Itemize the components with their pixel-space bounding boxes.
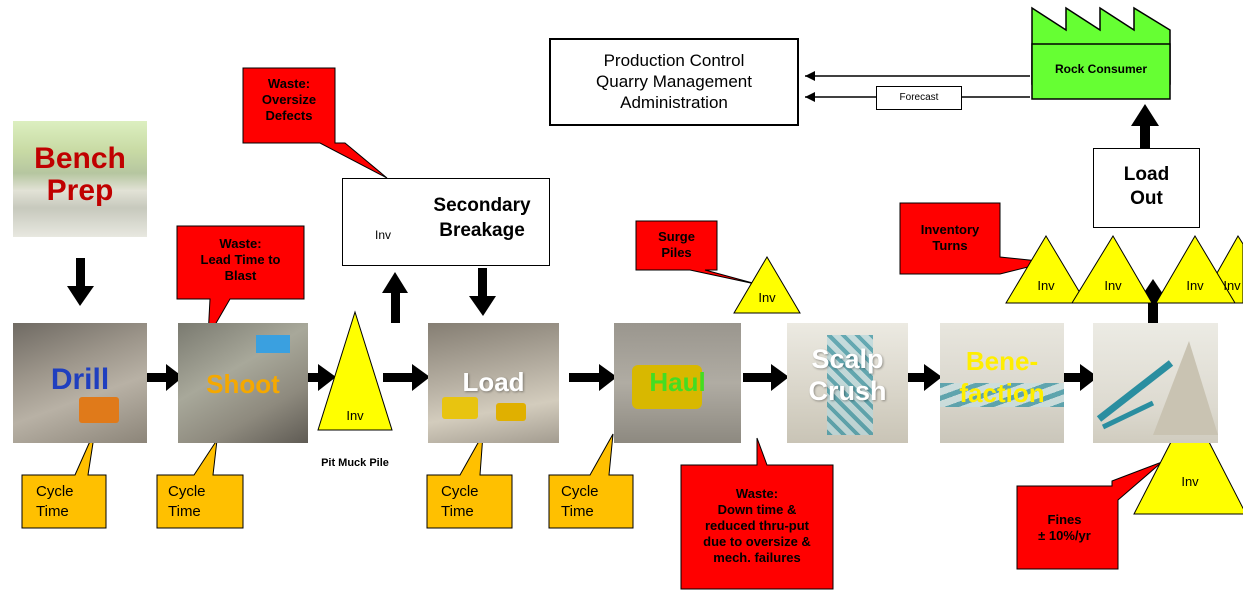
process-arrows [67, 104, 1167, 391]
waste-lead-line3: Blast [224, 268, 257, 283]
cycle-shoot-line2: Time [168, 503, 201, 520]
cycle-time-shoot: Cycle Time [157, 482, 228, 522]
fines-line1: Fines [1047, 512, 1082, 527]
load-photo: Load [428, 323, 559, 443]
stockpile-photo [1093, 323, 1218, 443]
scalp-line2: Crush [808, 376, 887, 406]
production-control-line1: Production Control [603, 51, 745, 70]
bene-line1: Bene- [965, 346, 1039, 376]
cycle-haul-line1: Cycle [561, 483, 599, 500]
load-out-box: Load Out [1093, 148, 1200, 228]
drill-label: Drill [50, 363, 110, 396]
bench-prep-line2: Prep [46, 174, 114, 207]
rock-consumer-label: Rock Consumer [1054, 62, 1148, 76]
secondary-line2: Breakage [439, 220, 525, 241]
cycle-haul-line2: Time [561, 503, 594, 520]
inv-group-d: Inv [1223, 278, 1241, 293]
cycle-time-drill: Cycle Time [22, 482, 96, 522]
waste-oversize-line2: Oversize [261, 92, 317, 107]
haul-label: Haul [649, 367, 706, 397]
surge-piles-callout: Surge Piles [636, 229, 717, 261]
waste-down-line3: reduced thru-put [705, 518, 809, 533]
cycle-time-haul: Cycle Time [549, 482, 621, 522]
cycle-load-line2: Time [441, 503, 474, 520]
secondary-inv-label: Inv [374, 228, 391, 242]
waste-down-line5: mech. failures [713, 550, 801, 565]
load-out-line1: Load [1123, 164, 1170, 185]
benefaction-photo: Bene- faction [940, 323, 1064, 443]
inv-group-c: Inv [1186, 278, 1204, 293]
secondary-line1: Secondary [433, 195, 531, 216]
inventory-turns-line2: Turns [932, 238, 968, 253]
waste-down-line4: due to oversize & [703, 534, 811, 549]
load-out-line2: Out [1130, 188, 1163, 209]
scalp-line1: Scalp [811, 344, 884, 374]
info-flow-arrows [805, 71, 1030, 102]
surge-line2: Piles [661, 245, 692, 260]
production-control-line3: Administration [620, 93, 728, 112]
inv-group-b: Inv [1104, 278, 1122, 293]
inventory-turns-line1: Inventory [920, 222, 980, 237]
waste-oversize-line1: Waste: [267, 76, 311, 91]
waste-lead-line2: Lead Time to [200, 252, 281, 267]
fines-inv-label: Inv [1181, 474, 1199, 489]
bench-prep-photo: Bench Prep [13, 121, 147, 237]
bench-prep-line1: Bench [34, 142, 126, 175]
waste-oversize-line3: Defects [265, 108, 313, 123]
inventory-triangle-shapes [317, 196, 1243, 515]
cycle-time-load: Cycle Time [427, 482, 501, 522]
forecast-box: Forecast [876, 86, 962, 110]
fines-callout: Fines ± 10%/yr [1017, 512, 1112, 544]
pit-muck-pile-label: Pit Muck Pile [321, 457, 389, 469]
rock-consumer-factory-icon [1031, 6, 1171, 100]
forecast-label: Forecast [899, 92, 939, 103]
waste-oversize-callout: Waste: Oversize Defects [243, 76, 335, 124]
shoot-photo: Shoot [178, 323, 308, 443]
drill-photo: Drill [13, 323, 147, 443]
production-control-line2: Quarry Management [596, 72, 752, 91]
cycle-shoot-line1: Cycle [168, 483, 206, 500]
inv-group-a: Inv [1037, 278, 1055, 293]
cycle-load-line1: Cycle [441, 483, 479, 500]
load-label: Load [462, 367, 525, 397]
surge-inv-label: Inv [758, 290, 776, 305]
cycle-drill-line1: Cycle [36, 483, 74, 500]
waste-lead-line1: Waste: [219, 236, 262, 251]
fines-line2: ± 10%/yr [1038, 528, 1091, 543]
waste-lead-time-callout: Waste: Lead Time to Blast [177, 236, 304, 284]
production-control-box: Production Control Quarry Management Adm… [549, 38, 799, 126]
waste-downtime-callout: Waste: Down time & reduced thru-put due … [681, 486, 833, 566]
scalp-crush-photo: Scalp Crush [787, 323, 908, 443]
surge-line1: Surge [658, 229, 695, 244]
inventory-turns-callout: Inventory Turns [900, 222, 1000, 254]
waste-down-line1: Waste: [735, 486, 779, 501]
pit-inv-label: Inv [346, 408, 364, 423]
shoot-label: Shoot [206, 369, 280, 399]
haul-photo: Haul [614, 323, 741, 443]
secondary-breakage-box: Secondary Breakage [342, 178, 550, 266]
bene-line2: faction [959, 378, 1045, 408]
cycle-time-callout-shapes [21, 429, 634, 529]
red-callout-shapes [176, 67, 1163, 590]
cycle-drill-line2: Time [36, 503, 69, 520]
waste-down-line2: Down time & [717, 502, 797, 517]
